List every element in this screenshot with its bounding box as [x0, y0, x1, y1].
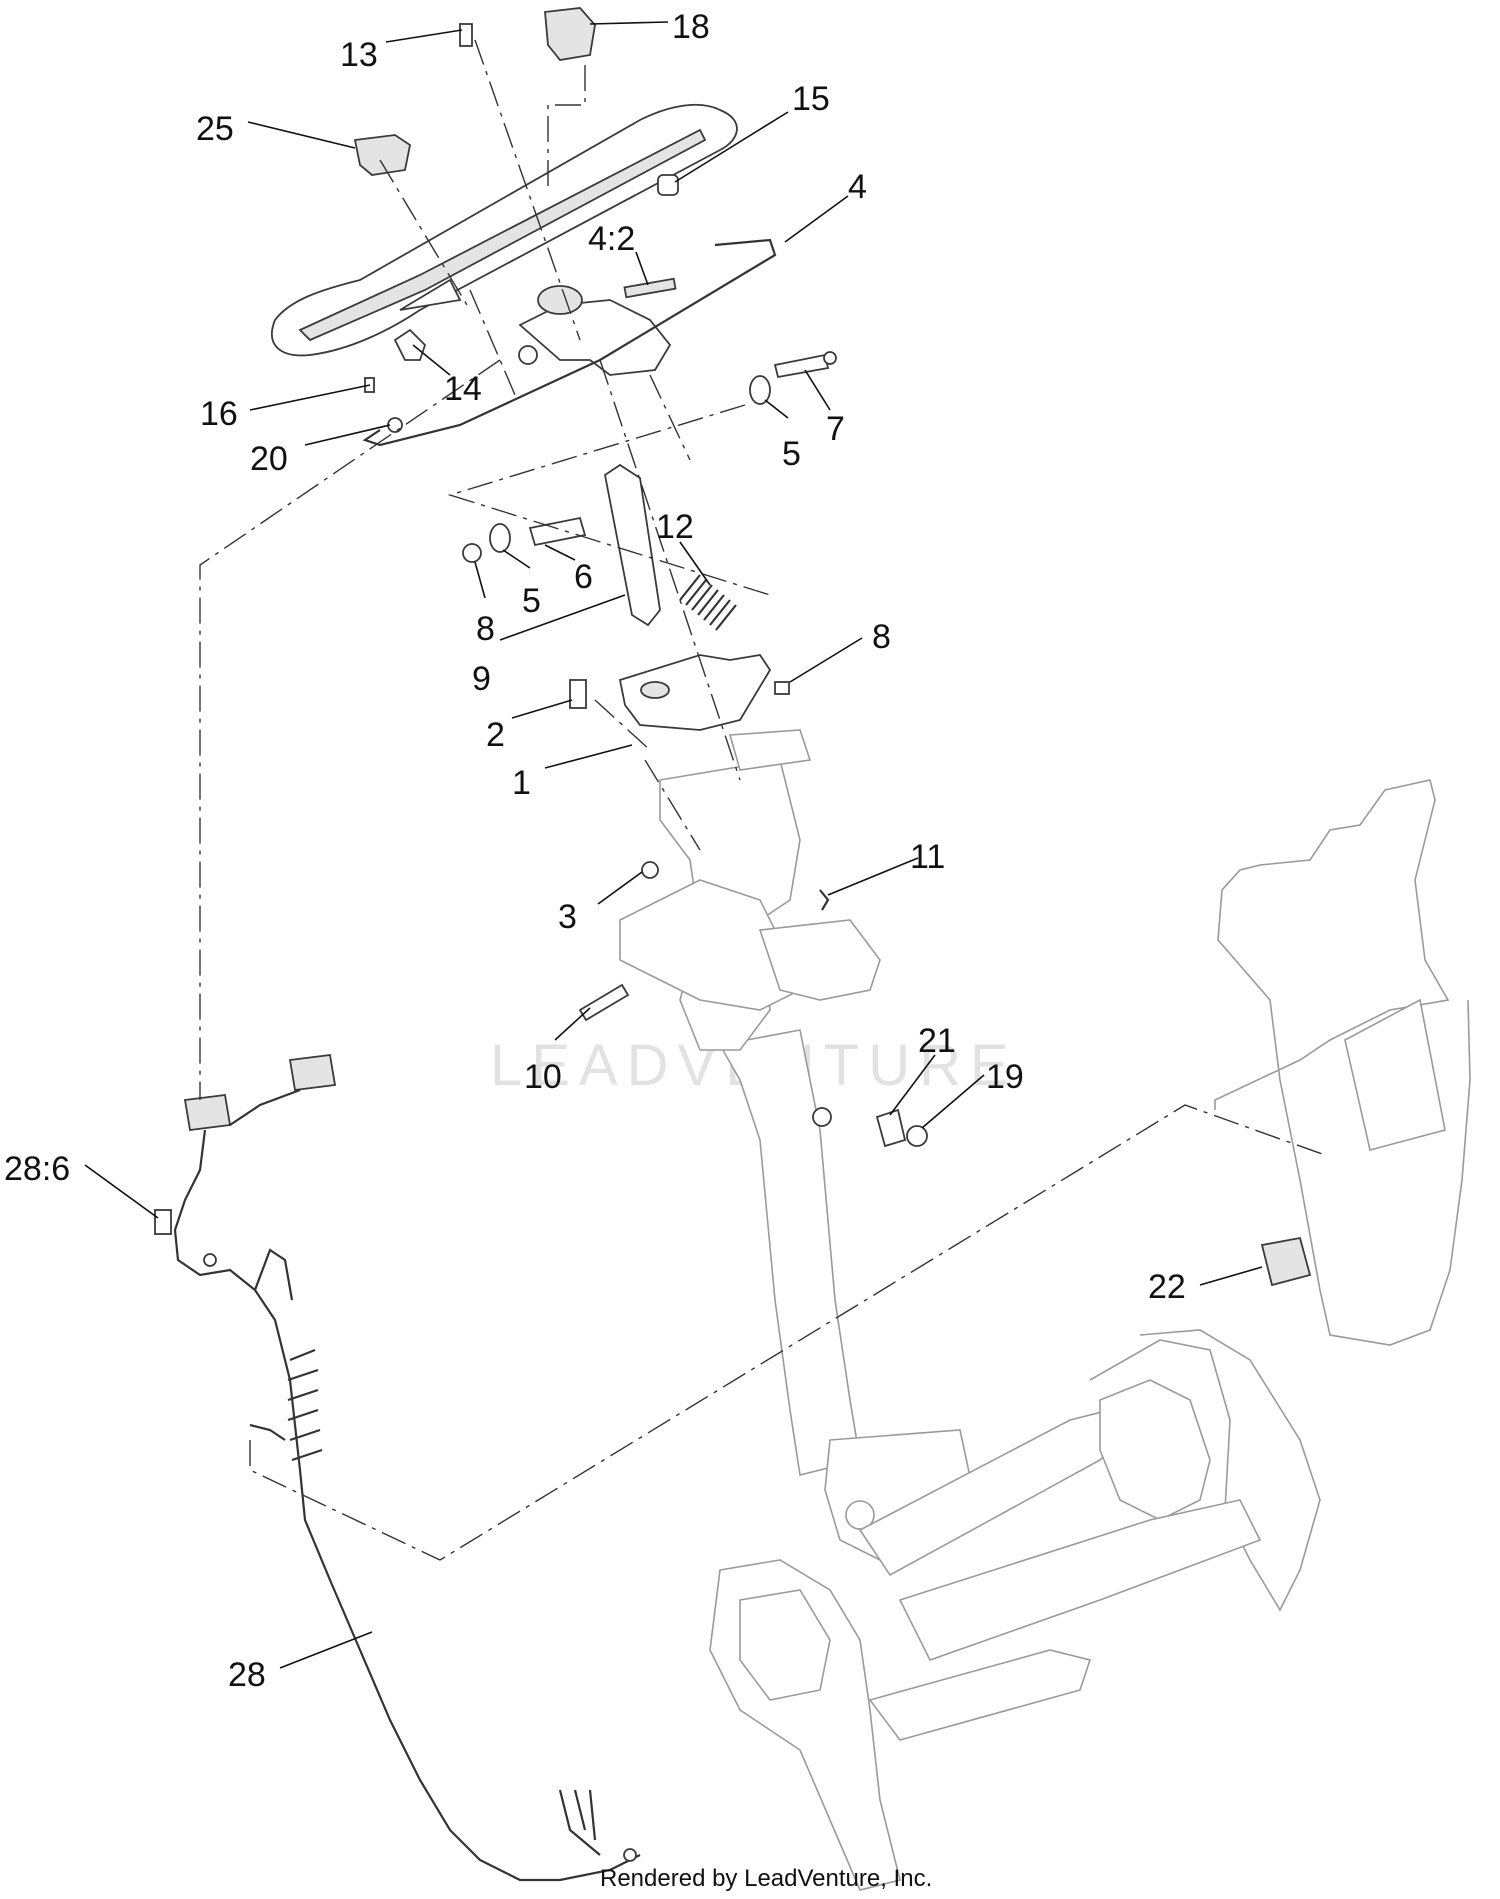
callout-5-lower: 5 [522, 582, 541, 620]
callout-12: 12 [656, 508, 694, 546]
callout-4-2: 4:2 [588, 220, 635, 258]
callout-3: 3 [558, 898, 577, 936]
callout-9: 9 [472, 660, 491, 698]
link-9 [604, 463, 661, 627]
switch-22 [1260, 1236, 1312, 1287]
callout-15: 15 [792, 80, 830, 118]
callout-2: 2 [486, 716, 505, 754]
callout-13: 13 [340, 36, 378, 74]
callout-28-6: 28:6 [4, 1150, 70, 1188]
bolt-2 [569, 679, 587, 709]
callout-8-right: 8 [872, 618, 891, 656]
callout-21: 21 [918, 1022, 956, 1060]
decal-4-2 [623, 277, 677, 299]
wiring-harness-28 [154, 1053, 641, 1882]
callout-25: 25 [196, 110, 234, 148]
steering-hub [518, 285, 672, 376]
bushing-5-upper [749, 375, 771, 405]
steering-column-tube [718, 1029, 976, 1561]
callout-5-upper: 5 [782, 435, 801, 473]
screw-20 [387, 417, 403, 433]
bolt-7 [773, 351, 837, 379]
callout-28: 28 [228, 1656, 266, 1694]
cable-4 [362, 238, 777, 447]
callout-22: 22 [1148, 1268, 1186, 1306]
callout-20: 20 [250, 440, 288, 478]
spacer-column [812, 1107, 832, 1127]
steering-column-bracket [619, 729, 881, 1051]
callout-6: 6 [574, 558, 593, 596]
callout-10: 10 [524, 1058, 562, 1096]
callout-19: 19 [986, 1058, 1024, 1096]
clip-15 [657, 174, 679, 196]
nut-8-left [462, 543, 482, 563]
leader-lines [84, 21, 1263, 1669]
fender-panel [1214, 779, 1471, 1346]
nut-19 [906, 1125, 928, 1147]
spacer-6 [528, 516, 587, 547]
callout-1: 1 [512, 764, 531, 802]
steering-wheel [271, 103, 738, 357]
callout-labels: 13 18 25 15 4 4:2 7 14 16 20 5 12 6 5 8 … [4, 8, 1186, 1694]
callout-11: 11 [910, 838, 945, 876]
switch-18 [544, 7, 596, 61]
render-credit: Rendered by LeadVenture, Inc. [600, 1865, 932, 1892]
callout-4: 4 [848, 168, 867, 206]
nut-3 [641, 861, 659, 879]
callout-8-left: 8 [476, 610, 495, 648]
clip-21 [875, 1108, 907, 1148]
front-axle-assembly [709, 1329, 1321, 1891]
callout-18: 18 [672, 8, 710, 46]
tilt-bracket-1 [618, 654, 772, 731]
bracket-14 [393, 328, 427, 361]
pin-10 [578, 983, 630, 1022]
nut-8-right [774, 681, 790, 695]
callout-14: 14 [444, 370, 482, 408]
switch-25 [353, 134, 412, 176]
clip-11 [819, 889, 830, 911]
washer-5-lower [489, 523, 511, 553]
assembly-phantom-lines [199, 39, 1326, 1561]
spring-12 [679, 574, 737, 631]
bolt-13 [459, 23, 473, 47]
callout-7: 7 [826, 410, 845, 448]
callout-16: 16 [200, 395, 238, 433]
